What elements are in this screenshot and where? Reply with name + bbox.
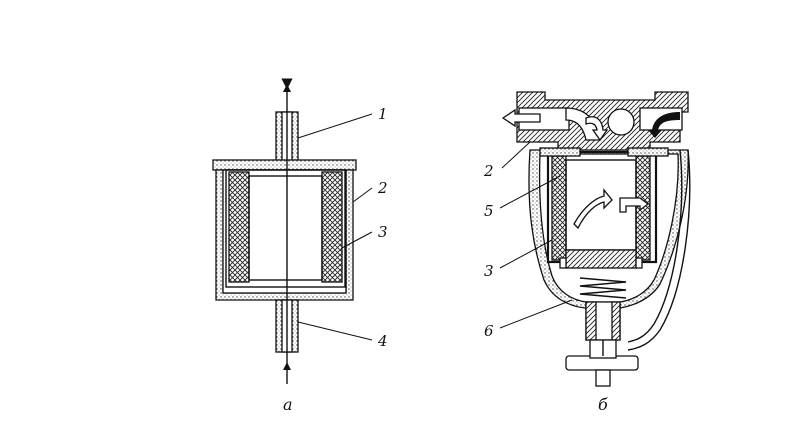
label-b-5: 5 [484, 202, 494, 220]
label-a-3: 3 [378, 223, 388, 241]
filter-lid [212, 159, 357, 171]
cartridge-base [565, 249, 637, 269]
caption-a: а [283, 395, 293, 414]
spring [579, 277, 627, 299]
label-a-1: 1 [378, 105, 388, 123]
label-b-6: 6 [484, 322, 494, 340]
filter-cartridge-left [551, 155, 567, 261]
filter-element-right [321, 171, 343, 283]
label-a-2: 2 [377, 179, 388, 197]
caption-b: б [598, 395, 608, 414]
label-a-4: 4 [377, 332, 388, 350]
label-b-3: 3 [484, 262, 494, 280]
filter-element-left [228, 171, 250, 283]
head-bore [607, 108, 635, 136]
figure-b: 2 5 3 6 б [483, 91, 691, 414]
outlet-flow-arrow [501, 108, 541, 128]
label-b-2: 2 [483, 162, 494, 180]
inlet-arrow [283, 362, 291, 370]
figure-a: 1 2 3 4 а [212, 78, 388, 414]
inlet-flow-arrow [648, 112, 680, 138]
